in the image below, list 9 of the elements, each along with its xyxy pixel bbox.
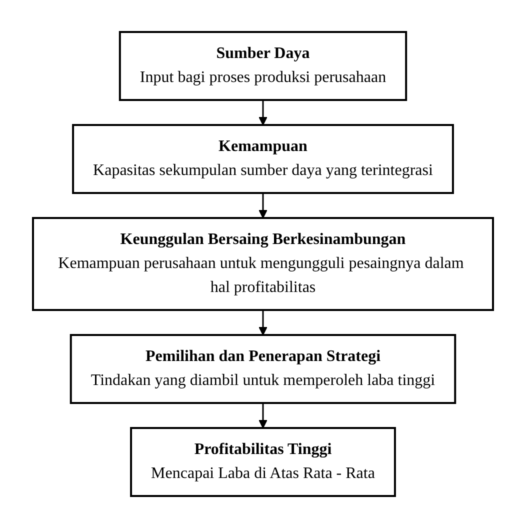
arrow [258,193,268,218]
arrow [258,403,268,428]
arrow [258,100,268,126]
node-box: Profitabilitas Tinggi Mencapai Laba di Atas Rata - Rata [130,427,396,497]
node-box: Pemilihan dan Penerapan Strategi Tindakan yang diambil untuk memperoleh laba tinggi [70,334,456,404]
node-box: Keunggulan Bersaing Berkesinambungan Kemampuan perusahaan untuk mengungguli pesaingnya dalam hal profitabilitas [32,217,494,311]
node-box: Sumber Daya Input bagi proses produksi perusahaan [118,31,408,101]
node-box: Kemampuan Kapasitas sekumpulan sumber daya yang terintegrasi [72,124,454,194]
arrow [258,310,268,336]
